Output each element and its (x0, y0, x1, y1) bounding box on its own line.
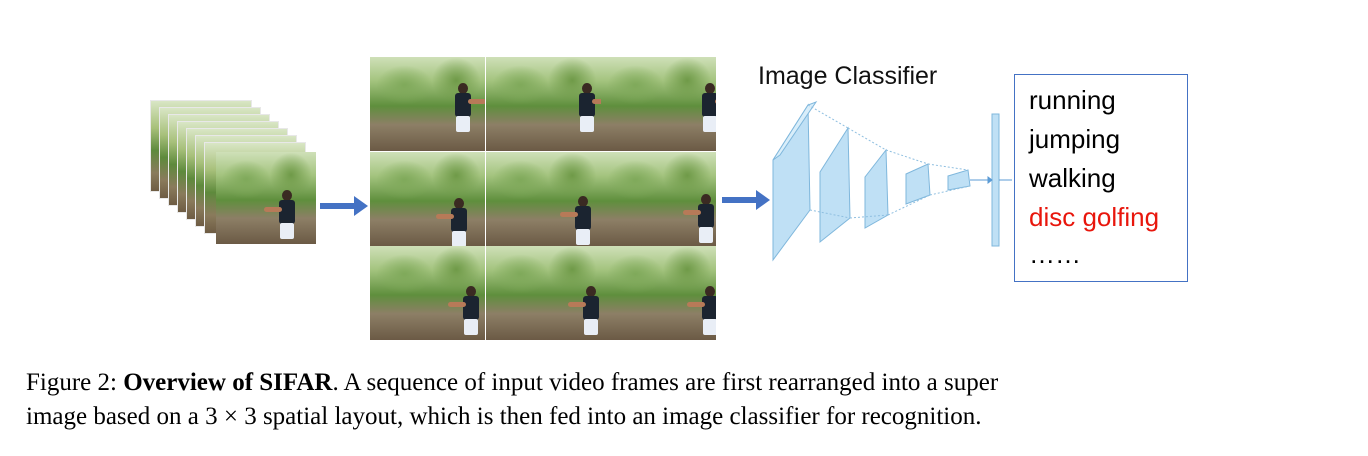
conv-block-1 (772, 103, 811, 262)
super-image-cell (485, 151, 601, 246)
super-image-cell (370, 246, 485, 340)
super-image-cell (601, 57, 716, 151)
image-classifier-network (772, 100, 1012, 262)
super-image-cell (485, 246, 601, 340)
class-label-disc-golfing: disc golfing (1029, 202, 1160, 232)
caption-body-line1: . A sequence of input video frames are f… (332, 369, 999, 396)
super-image-cell (370, 57, 485, 151)
class-label-jumping: jumping (1029, 124, 1121, 154)
fc-layer (991, 113, 1000, 247)
conv-block-4 (905, 163, 931, 205)
class-label-running: running (1029, 85, 1116, 115)
super-image-cell (601, 151, 716, 246)
super-image-cell (370, 151, 485, 246)
caption-title: Overview of SIFAR (123, 369, 333, 396)
conv-block-3 (864, 148, 889, 229)
front-video-frame (216, 152, 316, 244)
super-image-grid (370, 57, 716, 340)
super-image-cell (485, 57, 601, 151)
class-label-walking: walking (1029, 163, 1116, 193)
classifier-title: Image Classifier (758, 62, 938, 90)
class-label-list: running jumping walking disc golfing …… (1014, 74, 1188, 282)
figure-caption: Figure 2: Overview of SIFAR. A sequence … (26, 366, 1346, 434)
caption-body-line2: image based on a 3 × 3 spatial layout, w… (26, 403, 982, 430)
arrow-to-super-image (320, 196, 368, 216)
class-label-more: …… (1029, 239, 1081, 269)
arrow-to-classifier (722, 190, 770, 210)
super-image-cell (601, 246, 716, 340)
figure-label: Figure 2: (26, 369, 117, 396)
conv-block-2 (819, 126, 851, 244)
input-frame-stack (150, 100, 320, 250)
